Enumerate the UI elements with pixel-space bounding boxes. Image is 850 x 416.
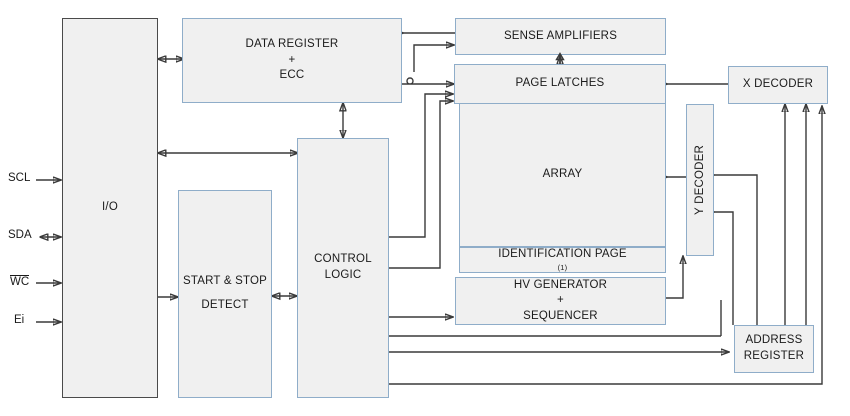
- block-identification-page-footnote: (1): [557, 262, 568, 272]
- wire-address-register-to-y-decoder-2: [714, 212, 734, 325]
- block-control-logic[interactable]: CONTROL LOGIC: [297, 138, 389, 398]
- block-start-stop-detect[interactable]: START & STOP DETECT: [178, 190, 272, 398]
- block-page-latches[interactable]: PAGE LATCHES: [454, 64, 666, 104]
- block-sense-amplifiers[interactable]: SENSE AMPLIFIERS: [455, 18, 666, 55]
- block-sense-amplifiers-label: SENSE AMPLIFIERS: [503, 29, 618, 42]
- block-x-decoder-label: X DECODER: [742, 78, 814, 91]
- pin-label-ei: Ei: [14, 314, 24, 326]
- pin-label-wc: WC: [10, 275, 30, 289]
- wire-control-to-page-latches-1: [389, 94, 453, 238]
- block-start-stop-detect-label-2: DETECT: [201, 299, 249, 311]
- wire-address-register-to-y-decoder-1: [714, 175, 758, 325]
- block-control-logic-label-1: CONTROL: [314, 253, 372, 266]
- block-hv-generator-label-3: SEQUENCER: [523, 309, 598, 322]
- block-y-decoder[interactable]: Y DECODER: [686, 104, 714, 256]
- pin-text-wc: WC: [10, 275, 30, 288]
- block-start-stop-detect-label-1: START & STOP: [183, 275, 267, 288]
- block-page-latches-label: PAGE LATCHES: [515, 77, 605, 90]
- wire-control-to-page-latches-2: [389, 101, 453, 269]
- block-address-register[interactable]: ADDRESS REGISTER: [734, 325, 814, 373]
- block-identification-page[interactable]: IDENTIFICATION PAGE(1): [459, 247, 666, 273]
- wire-data-register-to-sense: [413, 45, 454, 72]
- block-identification-page-label: IDENTIFICATION PAGE(1): [498, 248, 627, 272]
- block-array-label: ARRAY: [542, 168, 583, 181]
- block-data-register[interactable]: DATA REGISTER + ECC: [182, 18, 402, 103]
- block-array[interactable]: ARRAY: [459, 103, 666, 247]
- pin-text-ei: Ei: [14, 314, 25, 326]
- block-control-logic-label-2: LOGIC: [324, 269, 362, 281]
- pin-label-scl: SCL: [8, 172, 30, 184]
- block-hv-generator-label-2: +: [557, 294, 564, 307]
- wire-hv-to-y-decoder: [665, 256, 683, 299]
- block-data-register-label-2: +: [288, 53, 296, 66]
- block-io[interactable]: I/O: [62, 18, 158, 398]
- block-hv-generator[interactable]: HV GENERATOR + SEQUENCER: [455, 277, 666, 325]
- block-hv-generator-label-1: HV GENERATOR: [513, 278, 608, 291]
- pin-text-scl: SCL: [8, 172, 31, 184]
- pin-label-sda: SDA: [8, 229, 32, 241]
- block-x-decoder[interactable]: X DECODER: [728, 66, 828, 104]
- block-data-register-label-1: DATA REGISTER: [245, 38, 339, 51]
- block-data-register-label-3: ECC: [279, 69, 305, 82]
- block-address-register-label-1: ADDRESS: [745, 334, 803, 347]
- block-y-decoder-label: Y DECODER: [694, 145, 706, 215]
- block-io-label: I/O: [102, 201, 118, 214]
- block-address-register-label-2: REGISTER: [743, 350, 805, 362]
- wire-data-register-to-page-latches: [402, 77, 454, 84]
- pin-text-sda: SDA: [8, 229, 32, 241]
